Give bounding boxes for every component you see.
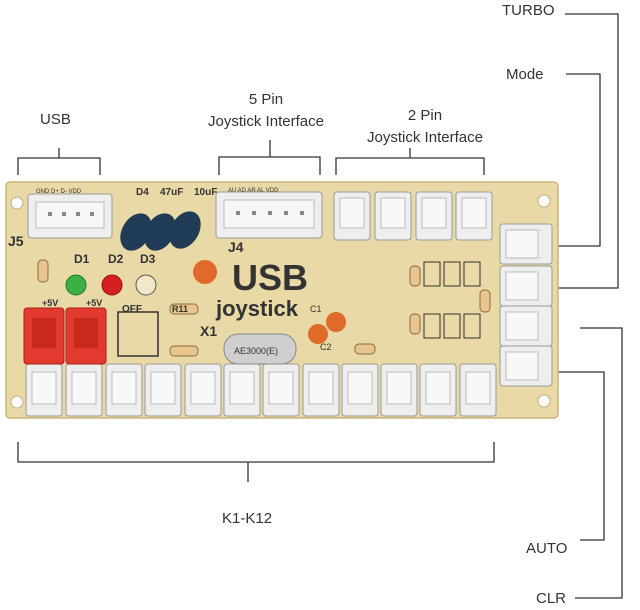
led-d3 — [135, 274, 157, 296]
silk-x1: X1 — [200, 323, 217, 339]
usb-callout-label: USB — [40, 111, 71, 128]
ceramic-cap-1 — [193, 260, 217, 284]
silk-usb-pins: GND D+ D- VDD — [36, 189, 82, 195]
silk-47uf: 47uF — [160, 187, 183, 198]
usb-connector — [27, 193, 113, 239]
crystal-marking: AE3000(E) — [234, 346, 278, 356]
silk-c2: C2 — [320, 342, 332, 352]
silk-c1: C1 — [310, 304, 322, 314]
two-pin-line1: 2 Pin — [407, 107, 443, 124]
electrolytic-capacitors — [120, 211, 201, 251]
two-pin-bracket — [335, 148, 485, 175]
ic-footprint — [117, 311, 159, 357]
silk-plus5v-b: +5V — [86, 298, 102, 308]
five-pin-line2: Joystick Interface — [208, 113, 324, 130]
resistors — [37, 259, 491, 357]
silk-plus5v-a: +5V — [42, 298, 58, 308]
silk-d3: D3 — [140, 252, 156, 266]
turbo-callout-label: TURBO — [502, 2, 555, 19]
turbo-line — [555, 13, 619, 289]
usb-bracket — [17, 148, 101, 175]
clr-callout-label: CLR — [536, 590, 567, 607]
ceramic-cap-3 — [326, 312, 346, 332]
five-pin-line1: 5 Pin — [248, 91, 284, 108]
board-title: USB — [232, 257, 308, 298]
led-red — [101, 274, 123, 296]
silk-off: OFF — [122, 304, 142, 315]
board-subtitle: joystick — [215, 296, 299, 321]
two-pin-callout-label: 2 Pin Joystick Interface — [355, 105, 495, 149]
silk-r11: R11 — [172, 304, 188, 314]
auto-callout-label: AUTO — [526, 540, 568, 557]
silk-j5: J5 — [8, 233, 24, 249]
k1-k12-bracket — [17, 442, 495, 482]
red-power-connectors — [23, 307, 107, 365]
two-pin-line2: Joystick Interface — [367, 129, 483, 146]
auto-line — [555, 371, 605, 541]
k1-k12-callout-label: K1-K12 — [222, 510, 273, 527]
silk-j4: J4 — [228, 239, 244, 255]
five-pin-connector — [215, 191, 323, 239]
silk-d1: D1 — [74, 252, 90, 266]
clr-line — [575, 327, 623, 599]
mode-callout-label: Mode — [506, 66, 544, 83]
silk-10uf: 10uF — [194, 187, 217, 198]
five-pin-callout-label: 5 Pin Joystick Interface — [196, 89, 336, 133]
callout-lines — [17, 13, 623, 599]
silk-d4: D4 — [136, 187, 149, 198]
led-green — [65, 274, 87, 296]
mode-line — [552, 73, 601, 247]
five-pin-bracket — [218, 140, 321, 175]
mounting-holes — [10, 194, 551, 409]
ceramic-cap-2 — [308, 324, 328, 344]
crystal-oscillator — [223, 333, 297, 365]
resistor-pads — [423, 261, 481, 339]
silk-joy-pins: AU AD AR AL VDD — [228, 188, 279, 194]
silk-d2: D2 — [108, 252, 124, 266]
